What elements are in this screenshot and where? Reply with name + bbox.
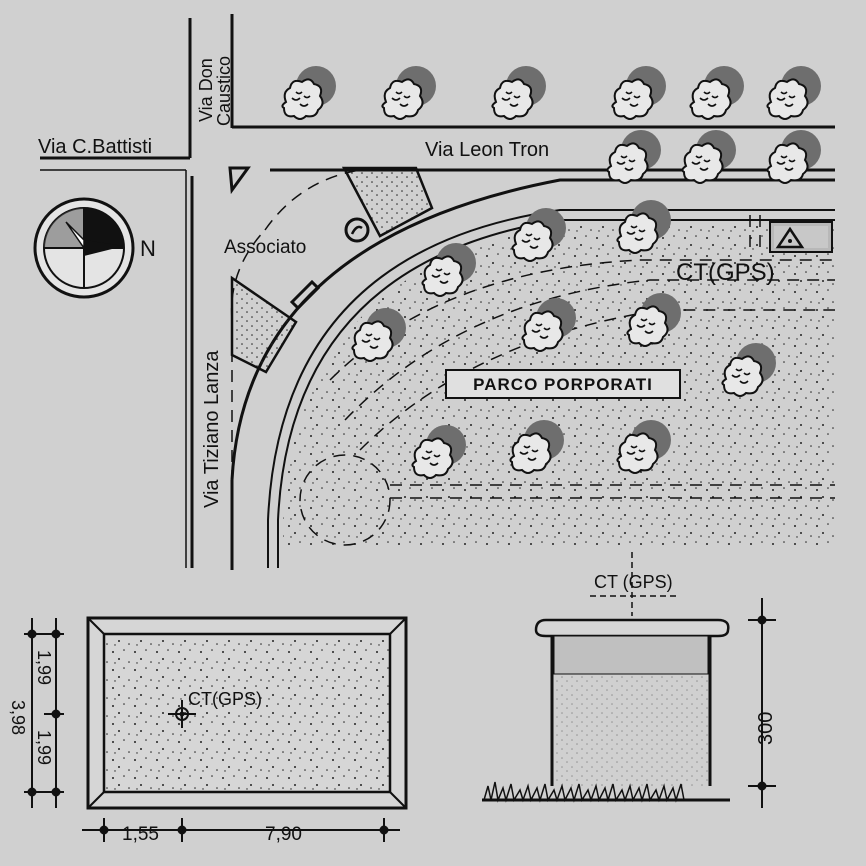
associato-label: Associato: [224, 237, 306, 258]
street-label-caustico: Caustico: [214, 56, 234, 126]
compass-n-label: N: [140, 236, 156, 261]
plan-dim-left-total: 3,98: [8, 700, 28, 735]
bench-icon: [289, 279, 321, 311]
park-name-box: [445, 369, 681, 399]
section-dim-height: 300: [755, 712, 777, 745]
crosswalk-top: [341, 166, 434, 238]
section-dimension-height: [748, 598, 776, 808]
street-label-via-don: Via Don: [196, 58, 216, 122]
trees-row-top: [281, 65, 822, 120]
street-lines: [40, 14, 835, 570]
fountain-icon: [344, 217, 370, 243]
yield-sign-icon: [228, 166, 251, 195]
section-detail: [482, 552, 730, 803]
north-compass-icon: [33, 197, 135, 299]
park-boundary: [230, 178, 835, 568]
park-name: PARCO PORPORATI: [473, 375, 653, 394]
plan-dim-bottom-left: 1,55: [122, 824, 159, 845]
plan-dimension-bottom: [82, 818, 400, 842]
section-ct-gps-label: CT (GPS): [594, 572, 673, 592]
plan-ct-gps-label: CT(GPS): [188, 689, 262, 709]
street-label-via-leon-tron: Via Leon Tron: [425, 139, 549, 161]
plan-dimension-left: [24, 618, 64, 808]
plan-dim-left-top: 1,99: [34, 650, 54, 685]
trees-row-boulevard: [606, 129, 822, 184]
street-label-via-battisti: Via C.Battisti: [38, 136, 152, 158]
street-label-via-tiziano-lanza: Via Tiziano Lanza: [201, 350, 223, 508]
gps-marker-icon: [769, 221, 833, 253]
plan-dim-bottom-right: 7,90: [265, 824, 302, 845]
plan-dim-left-bottom: 1,99: [34, 730, 54, 765]
ct-gps-map-label: CT(GPS): [676, 259, 775, 286]
crosswalk-left: [230, 275, 298, 374]
plan-detail: [86, 616, 408, 810]
